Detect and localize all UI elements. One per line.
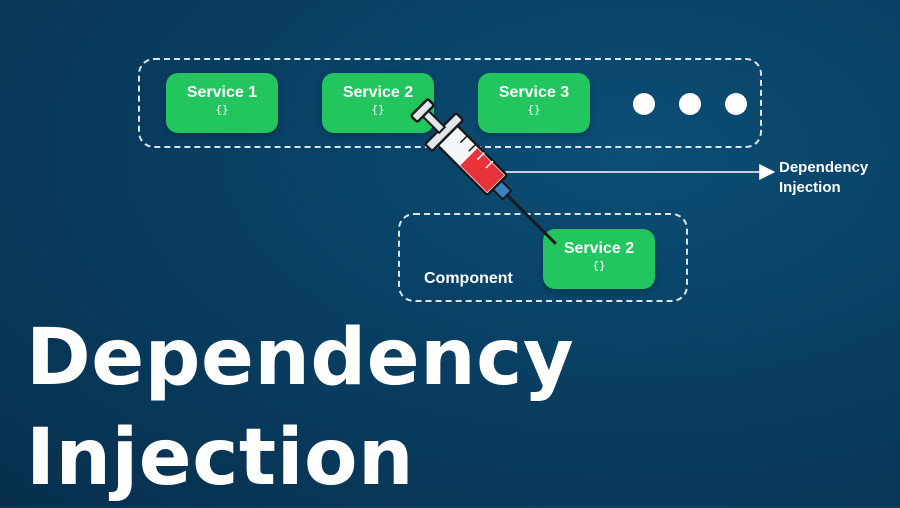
component-service-card: Service 2 {}	[543, 229, 655, 289]
title-line-2: Injection	[26, 413, 415, 503]
syringe-icon	[410, 98, 557, 245]
component-container	[398, 213, 688, 302]
service-name: Service 1	[186, 84, 258, 101]
service-code: {}	[371, 103, 385, 116]
component-label: Component	[424, 270, 513, 287]
service-name: Service 3	[498, 84, 570, 101]
ellipsis-dot	[679, 93, 701, 115]
label-line-1: Dependency	[779, 159, 869, 176]
service-code: {}	[592, 259, 606, 272]
service-card-1: Service 1 {}	[166, 73, 278, 133]
service-card-2: Service 2 {}	[322, 73, 434, 133]
service-code: {}	[527, 103, 541, 116]
ellipsis-dot	[633, 93, 655, 115]
service-name: Service 2	[563, 240, 635, 257]
service-code: {}	[215, 103, 229, 116]
service-card-3: Service 3 {}	[478, 73, 590, 133]
title-line-1: Dependency	[26, 313, 575, 403]
service-name: Service 2	[342, 84, 414, 101]
page-title: Dependency Injection	[26, 308, 574, 508]
ellipsis-dot	[725, 93, 747, 115]
label-line-2: Injection	[779, 179, 841, 196]
dependency-injection-label: Dependency Injection	[779, 158, 868, 198]
